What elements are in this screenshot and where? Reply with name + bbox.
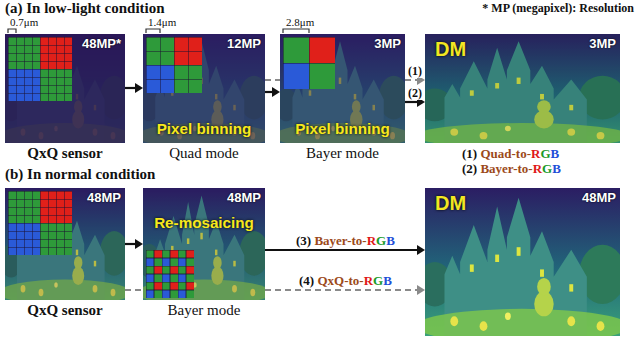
image-panel: 48MPRe-mosaicingBayer mode [143, 188, 265, 300]
section-heading: (b) In normal condition [5, 166, 155, 182]
text-part: Quad-to- [480, 146, 531, 161]
text-part: G [373, 273, 383, 288]
edge-label: (2) [407, 87, 423, 100]
text-part: R [533, 161, 542, 176]
arrowhead [417, 285, 425, 295]
resolution-tag: 12MP [227, 36, 261, 51]
text-part: (3) [296, 233, 314, 248]
arrowhead [417, 245, 425, 255]
image-panel: 48MP*QxQ sensor [5, 34, 125, 143]
pixel-size: 0.7μm [10, 16, 38, 28]
text-part: (2) [462, 161, 480, 176]
text-part: G [540, 146, 550, 161]
text-part: B [383, 273, 392, 288]
connector-line [125, 87, 135, 89]
image-panel: DM 3MP [425, 34, 620, 143]
method-tag: DM [435, 192, 466, 214]
pixel-size: 1.4μm [148, 16, 176, 28]
image-panel: 3MPPixel binningBayer mode [280, 34, 405, 143]
resolution-tag: 48MP [87, 190, 121, 205]
arrowhead [135, 239, 143, 249]
text-part: G [542, 161, 552, 176]
text-part: B [551, 146, 560, 161]
text-part: G [376, 233, 386, 248]
resolution-tag: 48MP [227, 190, 261, 205]
panel-caption: QxQ sensor [0, 145, 137, 161]
arrowhead [272, 87, 280, 97]
panel-caption: Bayer mode [268, 145, 417, 161]
text-part: QxQ-to- [317, 273, 363, 288]
process-label: Re-mosaicing [143, 214, 265, 232]
text-part: Bayer-to- [480, 161, 532, 176]
resolution-tag: 3MP [374, 36, 401, 51]
edge-label: (4) QxQ-to-RGB [298, 273, 393, 288]
text-part: B [386, 233, 395, 248]
method-tag: DM [435, 38, 466, 60]
image-panel: 48MPQxQ sensor [5, 188, 125, 300]
image-panel: 12MPPixel binningQuad mode [143, 34, 265, 143]
text-part: R [367, 233, 376, 248]
connector-line [265, 91, 272, 93]
connector-line [265, 249, 417, 251]
resolution-tag: 3MP [589, 36, 616, 51]
connector [125, 239, 143, 249]
process-label: Pixel binning [280, 120, 405, 138]
connector-line [125, 243, 135, 245]
resolution-tag: 48MP [582, 190, 616, 205]
method-name: (2) Bayer-to-RGB [462, 161, 561, 176]
resolution-tag: 48MP* [82, 36, 121, 51]
connector [265, 87, 280, 97]
panel-caption: Bayer mode [131, 302, 277, 318]
edge-label: (3) Bayer-to-RGB [295, 233, 396, 248]
text-part: R [364, 273, 373, 288]
text-part: R [531, 146, 540, 161]
text-part: (4) [299, 273, 317, 288]
panel-caption: Quad mode [131, 145, 277, 161]
connector [125, 83, 143, 93]
process-label: Pixel binning [143, 120, 265, 138]
connector-line [405, 101, 417, 103]
footnote: * MP (megapixel): Resolution [482, 1, 634, 15]
edge-label: (1) [407, 65, 423, 78]
section-heading: (a) In low-light condition [5, 0, 165, 16]
panel-caption: QxQ sensor [0, 302, 137, 318]
arrowhead [135, 83, 143, 93]
text-part: (1) [462, 146, 480, 161]
pixel-size: 2.8μm [286, 16, 314, 28]
text-part: B [552, 161, 561, 176]
text-part: Bayer-to- [314, 233, 366, 248]
method-name: (1) Quad-to-RGB [462, 146, 559, 161]
image-panel: DM 48MP [425, 188, 620, 336]
